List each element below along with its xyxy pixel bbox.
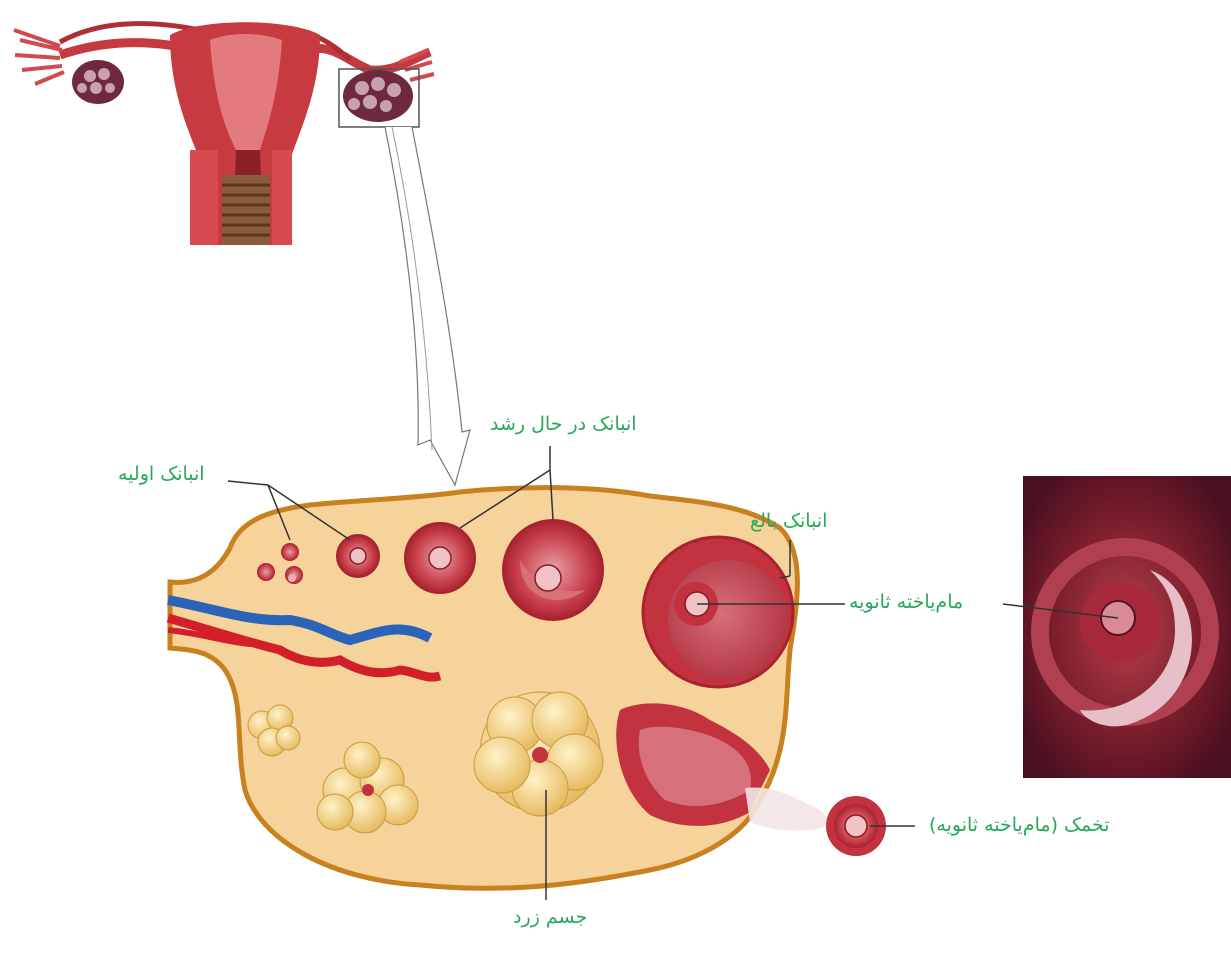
zoom-arrow xyxy=(385,127,470,485)
ovary-cross-section xyxy=(168,488,886,889)
label-ovum: تخمک (مام‌یاخته ثانویه) xyxy=(929,816,1110,835)
label-corpus-luteum: جسم زرد xyxy=(513,908,587,927)
label-secondary-oocyte: مام‌یاخته ثانویه xyxy=(849,593,963,612)
label-growing-follicle: انبانک در حال رشد xyxy=(490,415,637,434)
micrograph-image xyxy=(1023,476,1231,778)
label-mature-follicle: انبانک بالغ xyxy=(750,512,827,531)
label-primary-follicle: انبانک اولیه xyxy=(118,465,205,484)
uterus-illustration xyxy=(14,22,434,245)
